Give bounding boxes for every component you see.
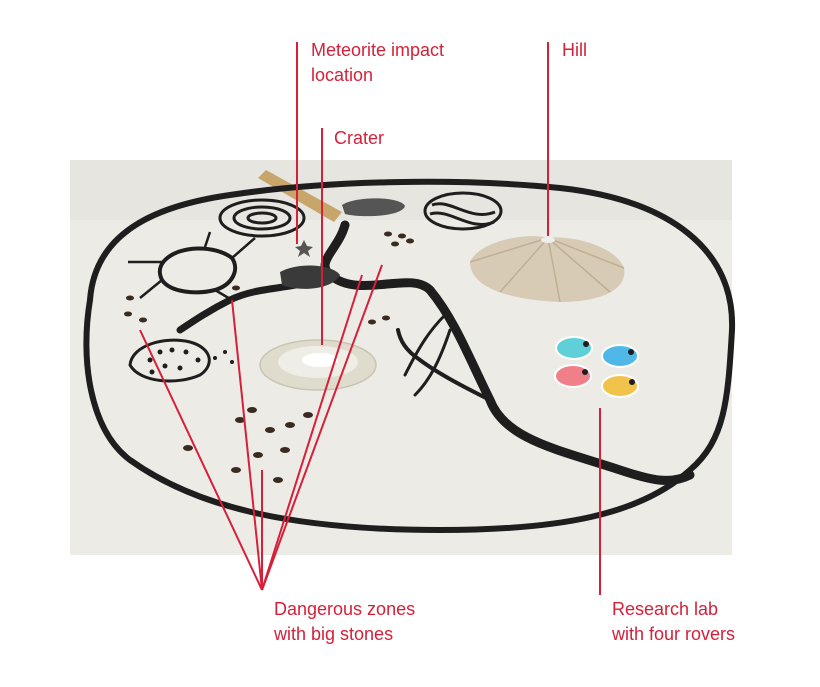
stones	[124, 231, 414, 483]
spiral-mark	[218, 198, 306, 238]
dark-patch-top	[342, 198, 405, 217]
rover-icon	[601, 344, 639, 368]
meteorite-impact-star	[295, 240, 313, 257]
meteorite-label-line2: location	[311, 65, 374, 85]
crater-label: Crater	[334, 128, 385, 148]
hill-label: Hill	[562, 40, 587, 60]
lab-label-line2: with four rovers	[612, 624, 736, 644]
danger-label-line2: with big stones	[274, 624, 394, 644]
rover-group	[554, 336, 639, 398]
striped-mark	[423, 191, 503, 231]
danger-label-line1: Dangerous zones	[274, 599, 416, 619]
spotted-zone	[128, 338, 234, 383]
rover-icon	[555, 336, 593, 360]
lab-label-line1: Research lab	[612, 599, 719, 619]
meteorite-callout: Meteorite impact location	[311, 38, 444, 88]
danger-callout: Dangerous zones with big stones	[274, 597, 415, 647]
meteorite-label-line1: Meteorite impact	[311, 40, 445, 60]
river-branch-fork	[403, 313, 452, 397]
river-branch-south	[396, 328, 492, 402]
crater-callout: Crater	[334, 126, 384, 151]
callout-lines	[139, 42, 601, 595]
dark-patch-mid	[280, 265, 340, 289]
lab-callout: Research lab with four rovers	[612, 597, 735, 647]
hill-cone	[469, 236, 625, 303]
danger-leaders	[139, 264, 383, 591]
terrain-boundary	[83, 178, 736, 533]
lake-cracks	[128, 231, 256, 302]
hill-callout: Hill	[562, 38, 587, 63]
rover-icon	[601, 374, 639, 398]
crater-disc	[259, 339, 377, 391]
rover-icon	[554, 364, 592, 388]
